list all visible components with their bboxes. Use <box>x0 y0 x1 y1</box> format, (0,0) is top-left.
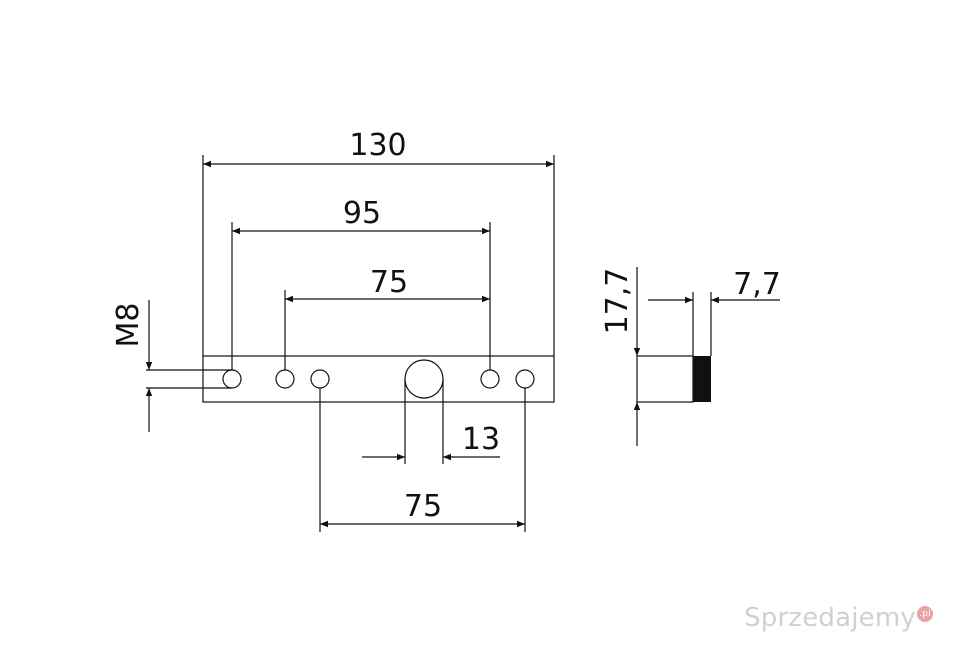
dim-13: 13 <box>362 379 500 464</box>
dim-75-top: 75 <box>284 265 490 370</box>
dim-75-bottom: 75 <box>319 388 526 532</box>
side-outline <box>636 355 694 403</box>
hole-3 <box>310 369 330 389</box>
dim-7-7-label: 7,7 <box>733 267 781 302</box>
dim-95: 95 <box>231 196 491 370</box>
dim-95-label: 95 <box>343 196 381 231</box>
dim-13-label: 13 <box>462 422 500 457</box>
side-section <box>693 356 711 402</box>
dim-7-7: 7,7 <box>648 267 781 356</box>
dim-m8: M8 <box>111 300 232 432</box>
watermark-logo: Sprzedajemy.pl <box>744 603 933 633</box>
dim-130-label: 130 <box>349 128 406 163</box>
center-hole <box>404 359 444 399</box>
hole-5 <box>515 369 535 389</box>
hole-1 <box>222 369 242 389</box>
dim-130: 130 <box>202 128 555 356</box>
dim-17-7-label: 17,7 <box>600 268 635 335</box>
dim-75-bottom-label: 75 <box>404 489 442 524</box>
hole-4 <box>480 369 500 389</box>
hole-2 <box>275 369 295 389</box>
dim-75-top-label: 75 <box>370 265 408 300</box>
watermark-text: Sprzedajemy <box>744 603 916 633</box>
bar-outline <box>202 355 555 403</box>
bar-side-view <box>636 355 711 403</box>
dim-17-7: 17,7 <box>600 267 641 446</box>
dim-m8-label: M8 <box>111 303 146 348</box>
bar-front-view <box>202 355 555 403</box>
watermark-badge: .pl <box>917 606 933 623</box>
